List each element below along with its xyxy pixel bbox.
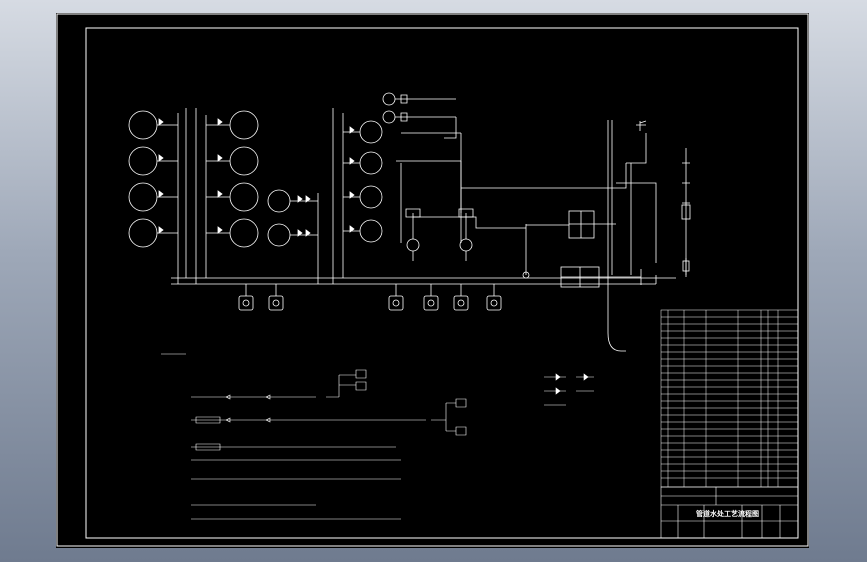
tank bbox=[359, 219, 383, 243]
legend bbox=[544, 373, 594, 406]
pump bbox=[406, 238, 420, 252]
equipment-table bbox=[660, 309, 799, 488]
right-column bbox=[607, 120, 691, 352]
tank bbox=[128, 218, 158, 248]
tank bbox=[359, 151, 383, 175]
pump-station bbox=[423, 295, 439, 311]
tank bbox=[229, 218, 259, 248]
tank-group-2 bbox=[195, 108, 259, 278]
control-logic-diagram bbox=[161, 353, 467, 520]
tank-group-4 bbox=[332, 108, 383, 278]
pump bbox=[459, 238, 473, 252]
motor bbox=[382, 92, 396, 106]
pump-station bbox=[453, 295, 469, 311]
tank-group-3 bbox=[267, 189, 319, 278]
tank bbox=[229, 146, 259, 176]
tank bbox=[267, 189, 291, 213]
drawing-title: 管道水处工艺流程图 bbox=[696, 509, 759, 518]
outer-border bbox=[56, 13, 809, 547]
filter-blocks bbox=[522, 210, 642, 288]
top-motor-units bbox=[382, 92, 457, 139]
bottom-pump-stations bbox=[238, 295, 502, 311]
pump-station bbox=[388, 295, 404, 311]
tank bbox=[128, 182, 158, 212]
tank bbox=[359, 120, 383, 144]
title-block: 管道水处工艺流程图 bbox=[660, 486, 799, 539]
collector-header bbox=[171, 275, 676, 296]
motor bbox=[382, 110, 396, 124]
inner-border bbox=[85, 27, 799, 539]
tank bbox=[128, 146, 158, 176]
pump-station bbox=[268, 295, 284, 311]
tank-group-1 bbox=[128, 108, 187, 278]
tank bbox=[359, 185, 383, 209]
cad-viewport[interactable]: 管道水处工艺流程图 bbox=[56, 13, 809, 548]
tank bbox=[229, 110, 259, 140]
process-flow-drawing: 管道水处工艺流程图 bbox=[56, 13, 809, 547]
pump-station bbox=[238, 295, 254, 311]
pump-station bbox=[486, 295, 502, 311]
tank bbox=[229, 182, 259, 212]
tank bbox=[128, 110, 158, 140]
tank bbox=[267, 223, 291, 247]
central-process bbox=[396, 132, 647, 275]
